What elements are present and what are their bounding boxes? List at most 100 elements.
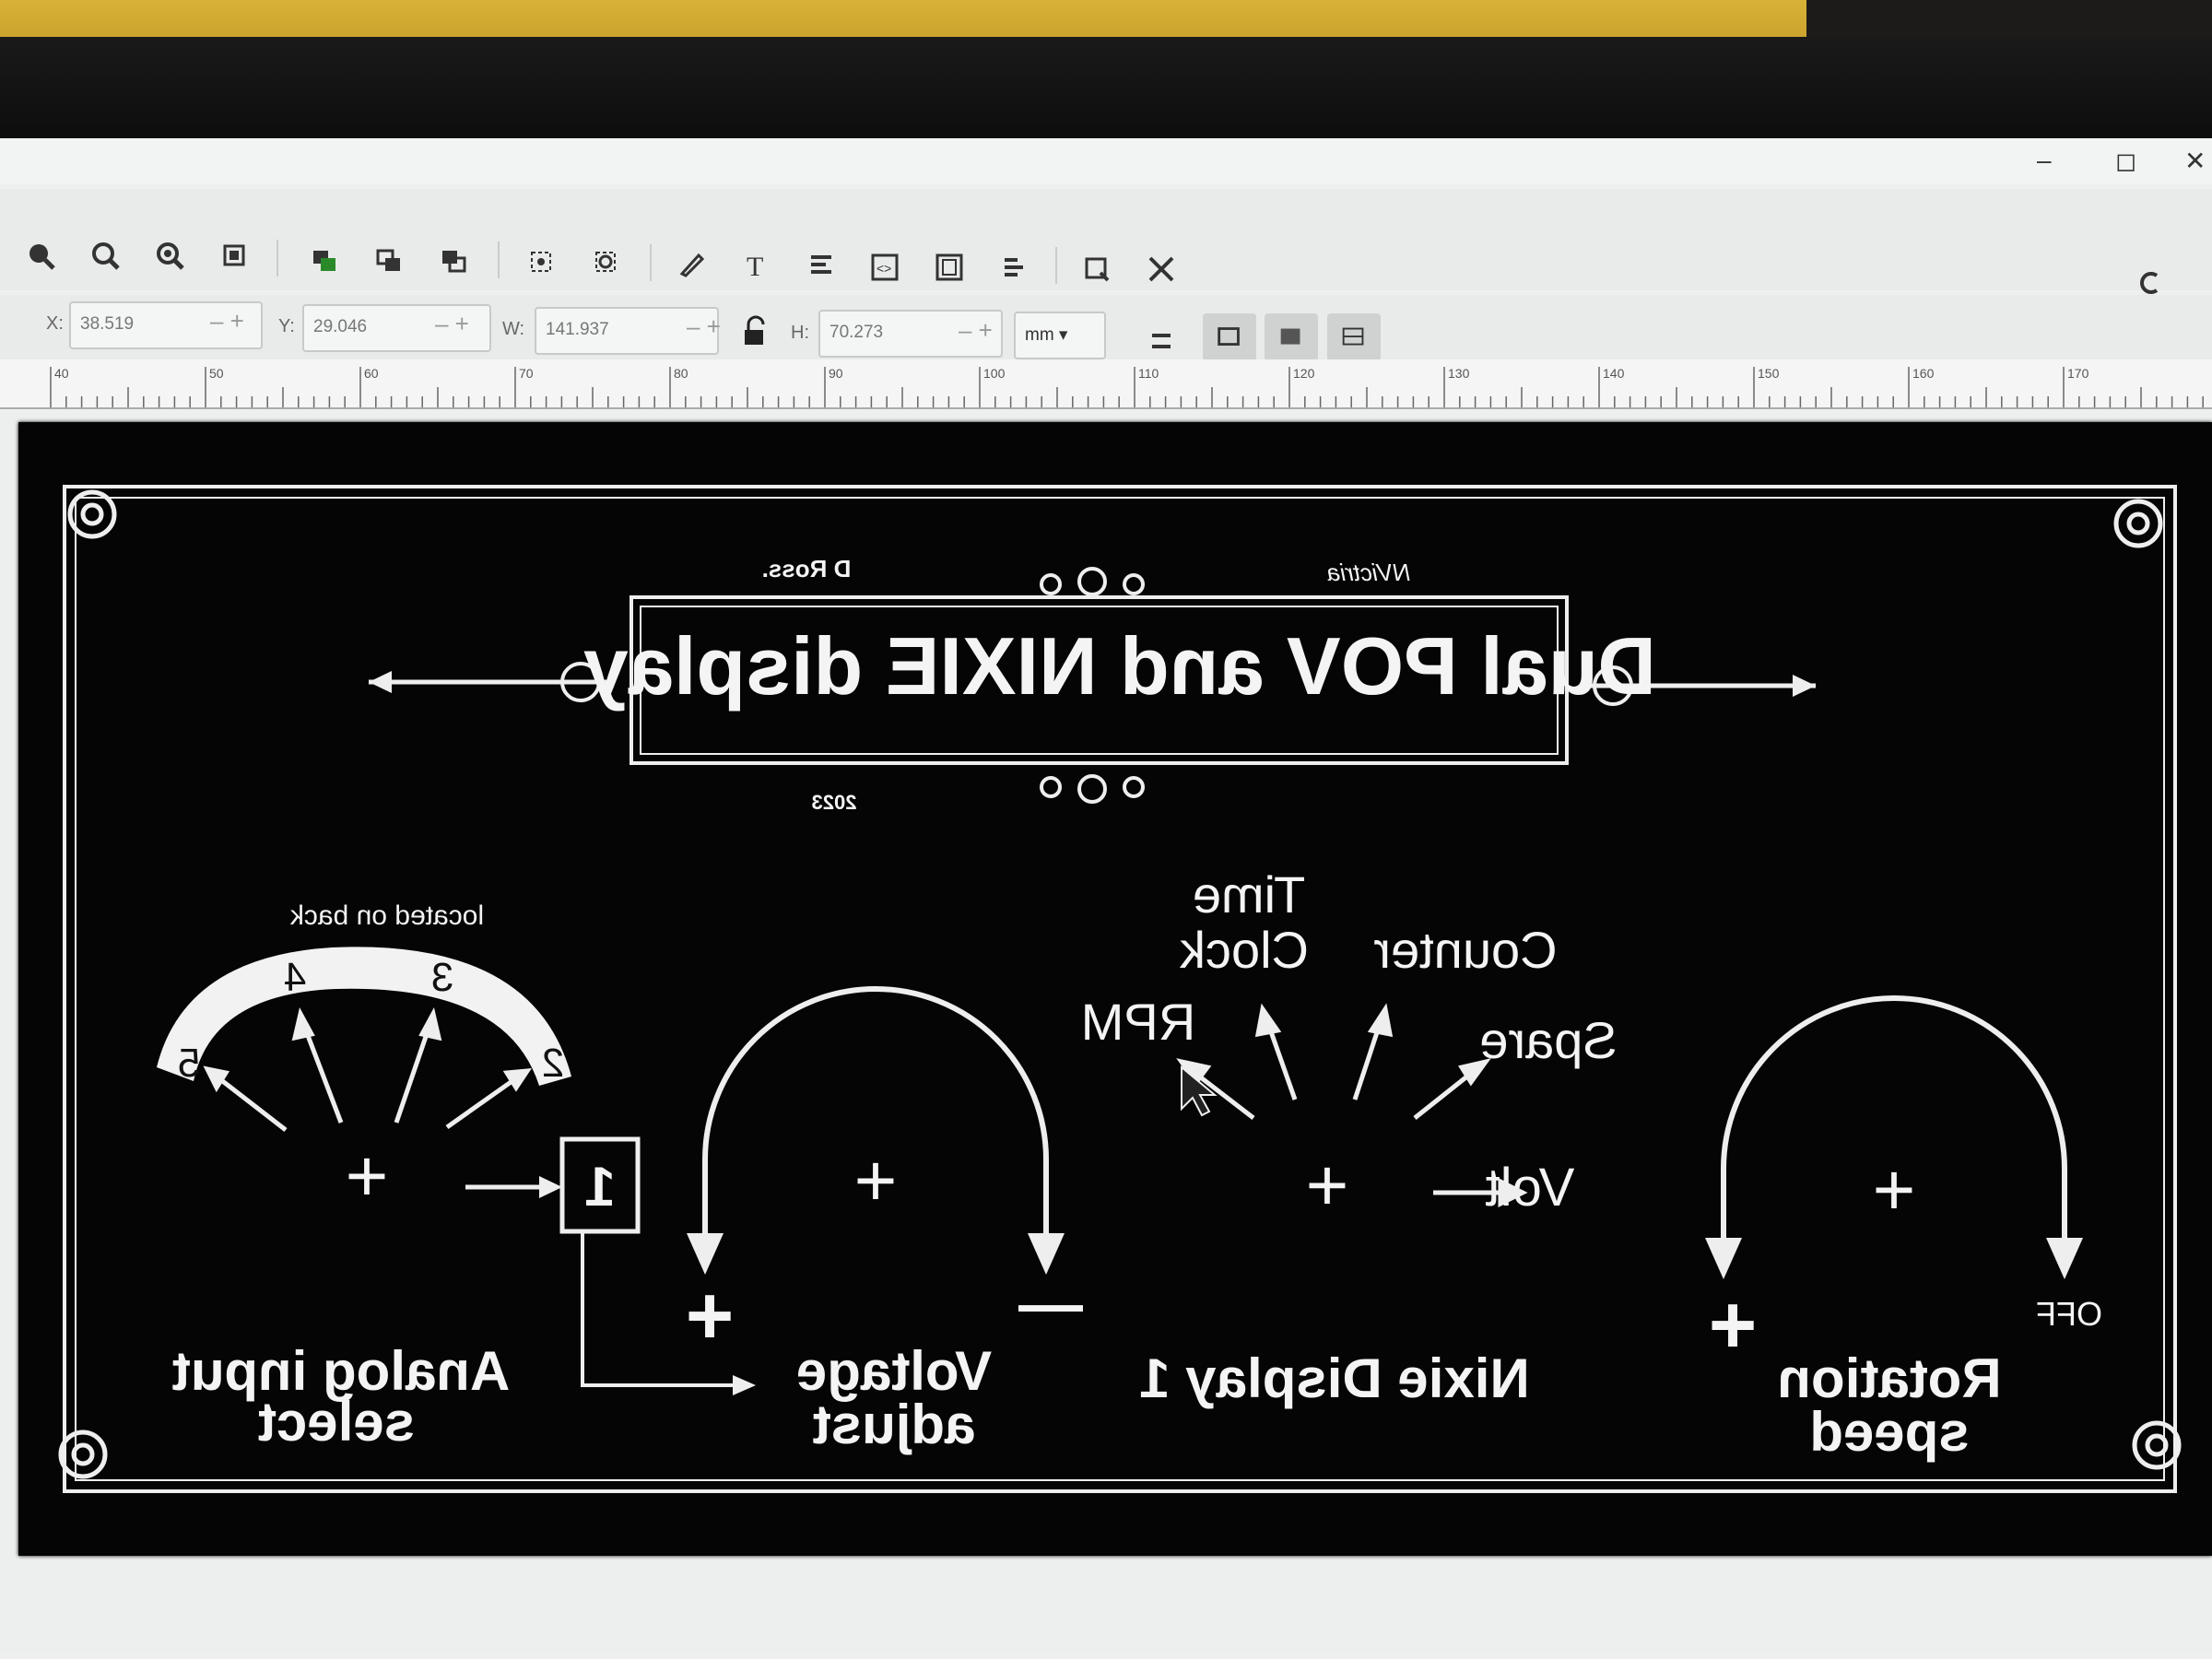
title-bar: – ◻ ✕ [0,138,2212,184]
analog-label-line1: Analog input [172,1340,511,1402]
analog-label-line2: select [258,1391,415,1453]
mouse-cursor-icon [1181,1065,1218,1117]
transform-corners-button[interactable] [1203,313,1256,361]
voltage-minus: — [1018,1267,1083,1339]
transform-stroke-icon[interactable] [1143,321,1183,361]
selector-arrows [203,1007,532,1132]
w-label: W: [502,319,525,339]
rotation-label-line1: Rotation [1777,1347,2001,1409]
author-text: D Ross. [762,555,852,582]
xml-editor-icon[interactable]: <> [865,247,905,288]
x-stepper[interactable]: – + [210,307,244,335]
corner-ornament [58,489,2182,1479]
ruler-label: 70 [519,366,534,381]
voltage-plus: + [686,1270,735,1362]
svg-text:<>: <> [877,261,891,276]
transform-gradient-button[interactable] [1265,313,1318,361]
brand-text: NVictria [1327,559,1411,586]
select-invert-icon[interactable] [585,241,626,282]
snap-toggle-icon[interactable] [2129,263,2170,303]
panel-title: Dual POV and NIXIE display [583,620,1656,712]
ruler-label: 140 [1603,366,1625,381]
w-field[interactable]: 141.937 [535,307,719,355]
raise-icon[interactable] [304,241,345,282]
rotation-knob-center: + [1873,1148,1916,1230]
x-label: X: [46,313,64,334]
layers-icon[interactable] [994,247,1034,288]
mode-spare: Spare [1479,1011,1617,1069]
zoom-page-icon[interactable] [149,235,190,276]
selector-num-5: 5 [178,1041,200,1086]
svg-text:T: T [747,252,763,281]
pen-icon[interactable] [671,244,712,285]
ruler-label: 40 [54,366,69,381]
ruler-label: 130 [1448,366,1470,381]
box-digit: 1 [584,1156,615,1218]
rotation-label-line2: speed [1809,1401,1969,1463]
ruler-label: 50 [209,366,224,381]
monitor-bezel [0,37,2212,147]
nixie-knob-center: + [1306,1144,1349,1226]
lock-icon[interactable] [737,313,774,350]
panel-artwork: Dual POV and NIXIE display D Ross. NVict… [58,485,2182,1493]
tools-icon[interactable] [1141,249,1182,289]
ruler-label: 60 [364,366,379,381]
transform-pattern-button[interactable] [1327,313,1381,361]
w-stepper[interactable]: – + [687,312,721,340]
align-icon[interactable] [800,244,841,285]
mode-arrows [1176,1003,1528,1208]
unit-value: mm [1025,325,1054,345]
selector-arc [157,947,571,1086]
ruler-label: 150 [1758,366,1780,381]
voltage-label-line1: Voltage [796,1340,992,1402]
switch-box [559,1136,641,1234]
select-all-icon[interactable] [521,241,561,282]
selector-num-3: 3 [431,955,453,1000]
year-text: 2023 [812,791,857,814]
zoom-out-icon[interactable] [85,235,125,276]
objects-icon[interactable] [929,247,970,288]
rotation-plus: + [1709,1279,1758,1371]
h-field[interactable]: 70.273 [818,310,1003,358]
zoom-in-icon[interactable] [20,235,61,276]
nixie-label: Nixie Display 1 [1139,1347,1530,1409]
mode-rpm: RPM [1081,993,1195,1051]
close-button[interactable]: ✕ [2184,147,2206,175]
h-stepper[interactable]: – + [959,316,993,344]
located-note: located on back [289,900,484,931]
ungroup-icon[interactable] [433,241,474,282]
ruler-label: 170 [2067,366,2089,381]
preferences-icon[interactable] [1077,249,1117,289]
selector-num-2: 2 [542,1041,564,1086]
group-icon[interactable] [369,241,409,282]
engraving-panel[interactable]: Dual POV and NIXIE display D Ross. NVict… [18,422,2212,1556]
analog-knob-center: + [346,1135,389,1217]
voltage-arc [702,986,1049,1238]
mode-clock: Clock [1179,921,1309,979]
toolbar-separator [276,240,278,276]
ruler-label: 80 [674,366,688,381]
rotation-off: OFF [2036,1295,2102,1333]
zoom-fit-icon[interactable] [214,235,254,276]
unit-select[interactable]: mm ▾ [1014,312,1106,359]
restore-button[interactable]: ◻ [2115,147,2137,175]
selector-num-4: 4 [284,955,306,1000]
title-cartouche [369,567,1816,804]
toolbar-separator [498,241,500,278]
y-field[interactable]: 29.046 [302,304,491,352]
y-stepper[interactable]: – + [435,310,469,337]
ruler-label: 120 [1293,366,1315,381]
voltage-label-line2: adjust [813,1394,976,1455]
ruler-label: 90 [829,366,843,381]
mode-time: Time [1193,865,1305,924]
voltage-knob-center: + [854,1139,898,1221]
ruler-label: 100 [983,366,1006,381]
rotation-arc [1721,995,2067,1242]
toolbar-separator [650,244,652,281]
text-icon[interactable]: T [735,244,776,285]
minimize-button[interactable]: – [2037,146,2052,174]
toolbar-separator [1055,247,1057,284]
x-field[interactable]: 38.519 [69,301,263,349]
